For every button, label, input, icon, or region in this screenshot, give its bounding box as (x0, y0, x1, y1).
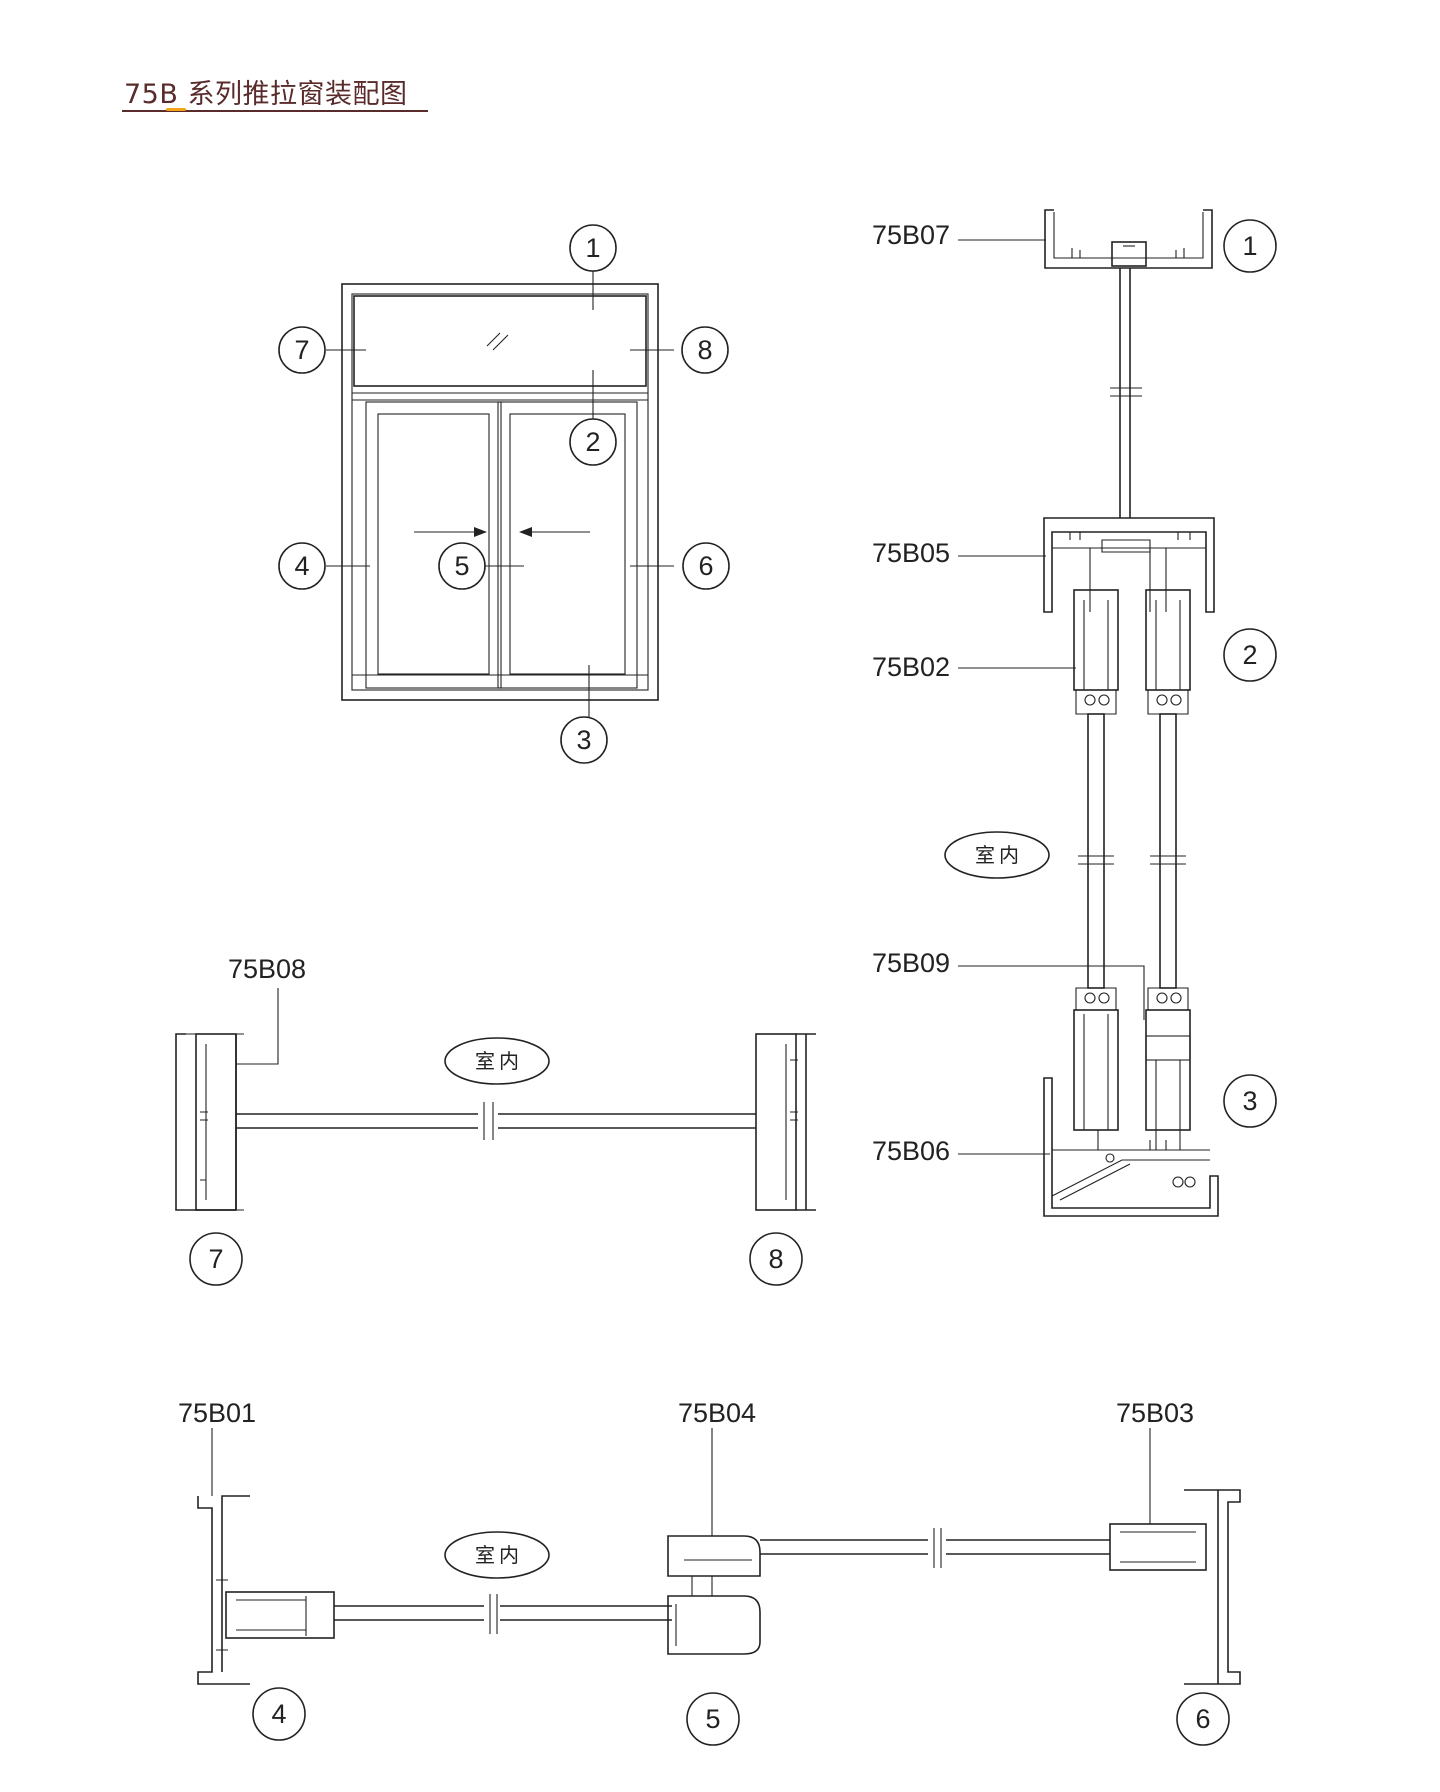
profile-label-75B04: 75B04 (678, 1398, 756, 1536)
svg-text:7: 7 (294, 335, 309, 365)
profile-label-75B09: 75B09 (872, 948, 1145, 1020)
section-callout-7: 7 (189, 1232, 243, 1286)
svg-text:75B01: 75B01 (178, 1398, 256, 1428)
svg-text:2: 2 (585, 427, 600, 457)
profile-label-75B06: 75B06 (872, 1136, 1050, 1166)
section-callout-6: 6 (1176, 1692, 1230, 1746)
section-callout-5: 5 (686, 1692, 740, 1746)
elevation-callout-6: 6 (682, 542, 730, 590)
svg-text:75B09: 75B09 (872, 948, 950, 978)
elevation-callout-4: 4 (278, 542, 326, 590)
svg-text:75B07: 75B07 (872, 220, 950, 250)
svg-text:7: 7 (208, 1244, 223, 1274)
sliding-section (197, 1489, 1241, 1685)
elevation-callout-5: 5 (438, 542, 486, 590)
svg-text:4: 4 (271, 1699, 286, 1729)
svg-text:8: 8 (768, 1244, 783, 1274)
profile-label-75B03: 75B03 (1116, 1398, 1194, 1524)
title-underline (122, 110, 428, 112)
svg-text:1: 1 (585, 233, 600, 263)
svg-text:5: 5 (454, 551, 469, 581)
fixed-section (175, 1033, 816, 1211)
profile-label-75B08: 75B08 (228, 954, 306, 1065)
svg-text:4: 4 (294, 551, 309, 581)
indoor-label-sliding: 室内 (444, 1531, 550, 1579)
svg-text:3: 3 (576, 725, 591, 755)
elevation-callout-3: 3 (560, 716, 608, 764)
svg-text:3: 3 (1242, 1086, 1257, 1116)
svg-text:室内: 室内 (475, 1049, 523, 1073)
profile-label-75B01: 75B01 (178, 1398, 256, 1496)
svg-text:75B08: 75B08 (228, 954, 306, 984)
profile-label-75B05: 75B05 (872, 538, 1046, 568)
svg-text:2: 2 (1242, 640, 1257, 670)
vertical-section (1043, 209, 1219, 1217)
profile-label-75B07: 75B07 (872, 220, 1046, 250)
elevation-callout-7: 7 (278, 326, 326, 374)
window-elevation (326, 271, 674, 720)
svg-text:75B05: 75B05 (872, 538, 950, 568)
svg-text:室内: 室内 (975, 843, 1023, 867)
section-callout-8: 8 (749, 1232, 803, 1286)
section-callout-2: 2 (1223, 628, 1277, 682)
svg-text:75B03: 75B03 (1116, 1398, 1194, 1428)
indoor-label-fixed: 室内 (444, 1037, 550, 1085)
svg-text:8: 8 (697, 335, 712, 365)
title-accent-mark (166, 108, 186, 111)
elevation-callout-8: 8 (681, 326, 729, 374)
indoor-label-vertical: 室内 (944, 831, 1050, 879)
profile-label-75B02: 75B02 (872, 652, 1076, 682)
svg-text:75B06: 75B06 (872, 1136, 950, 1166)
svg-text:6: 6 (698, 551, 713, 581)
elevation-callout-1: 1 (569, 224, 617, 272)
svg-text:5: 5 (705, 1704, 720, 1734)
svg-text:75B02: 75B02 (872, 652, 950, 682)
page-title: 75B 系列推拉窗装配图 (124, 79, 408, 110)
section-callout-4: 4 (252, 1687, 306, 1741)
section-callout-1: 1 (1223, 219, 1277, 273)
svg-text:75B04: 75B04 (678, 1398, 756, 1428)
svg-text:6: 6 (1195, 1704, 1210, 1734)
elevation-callout-2: 2 (569, 418, 617, 466)
section-callout-3: 3 (1223, 1074, 1277, 1128)
svg-text:1: 1 (1242, 231, 1257, 261)
svg-text:室内: 室内 (475, 1543, 523, 1567)
